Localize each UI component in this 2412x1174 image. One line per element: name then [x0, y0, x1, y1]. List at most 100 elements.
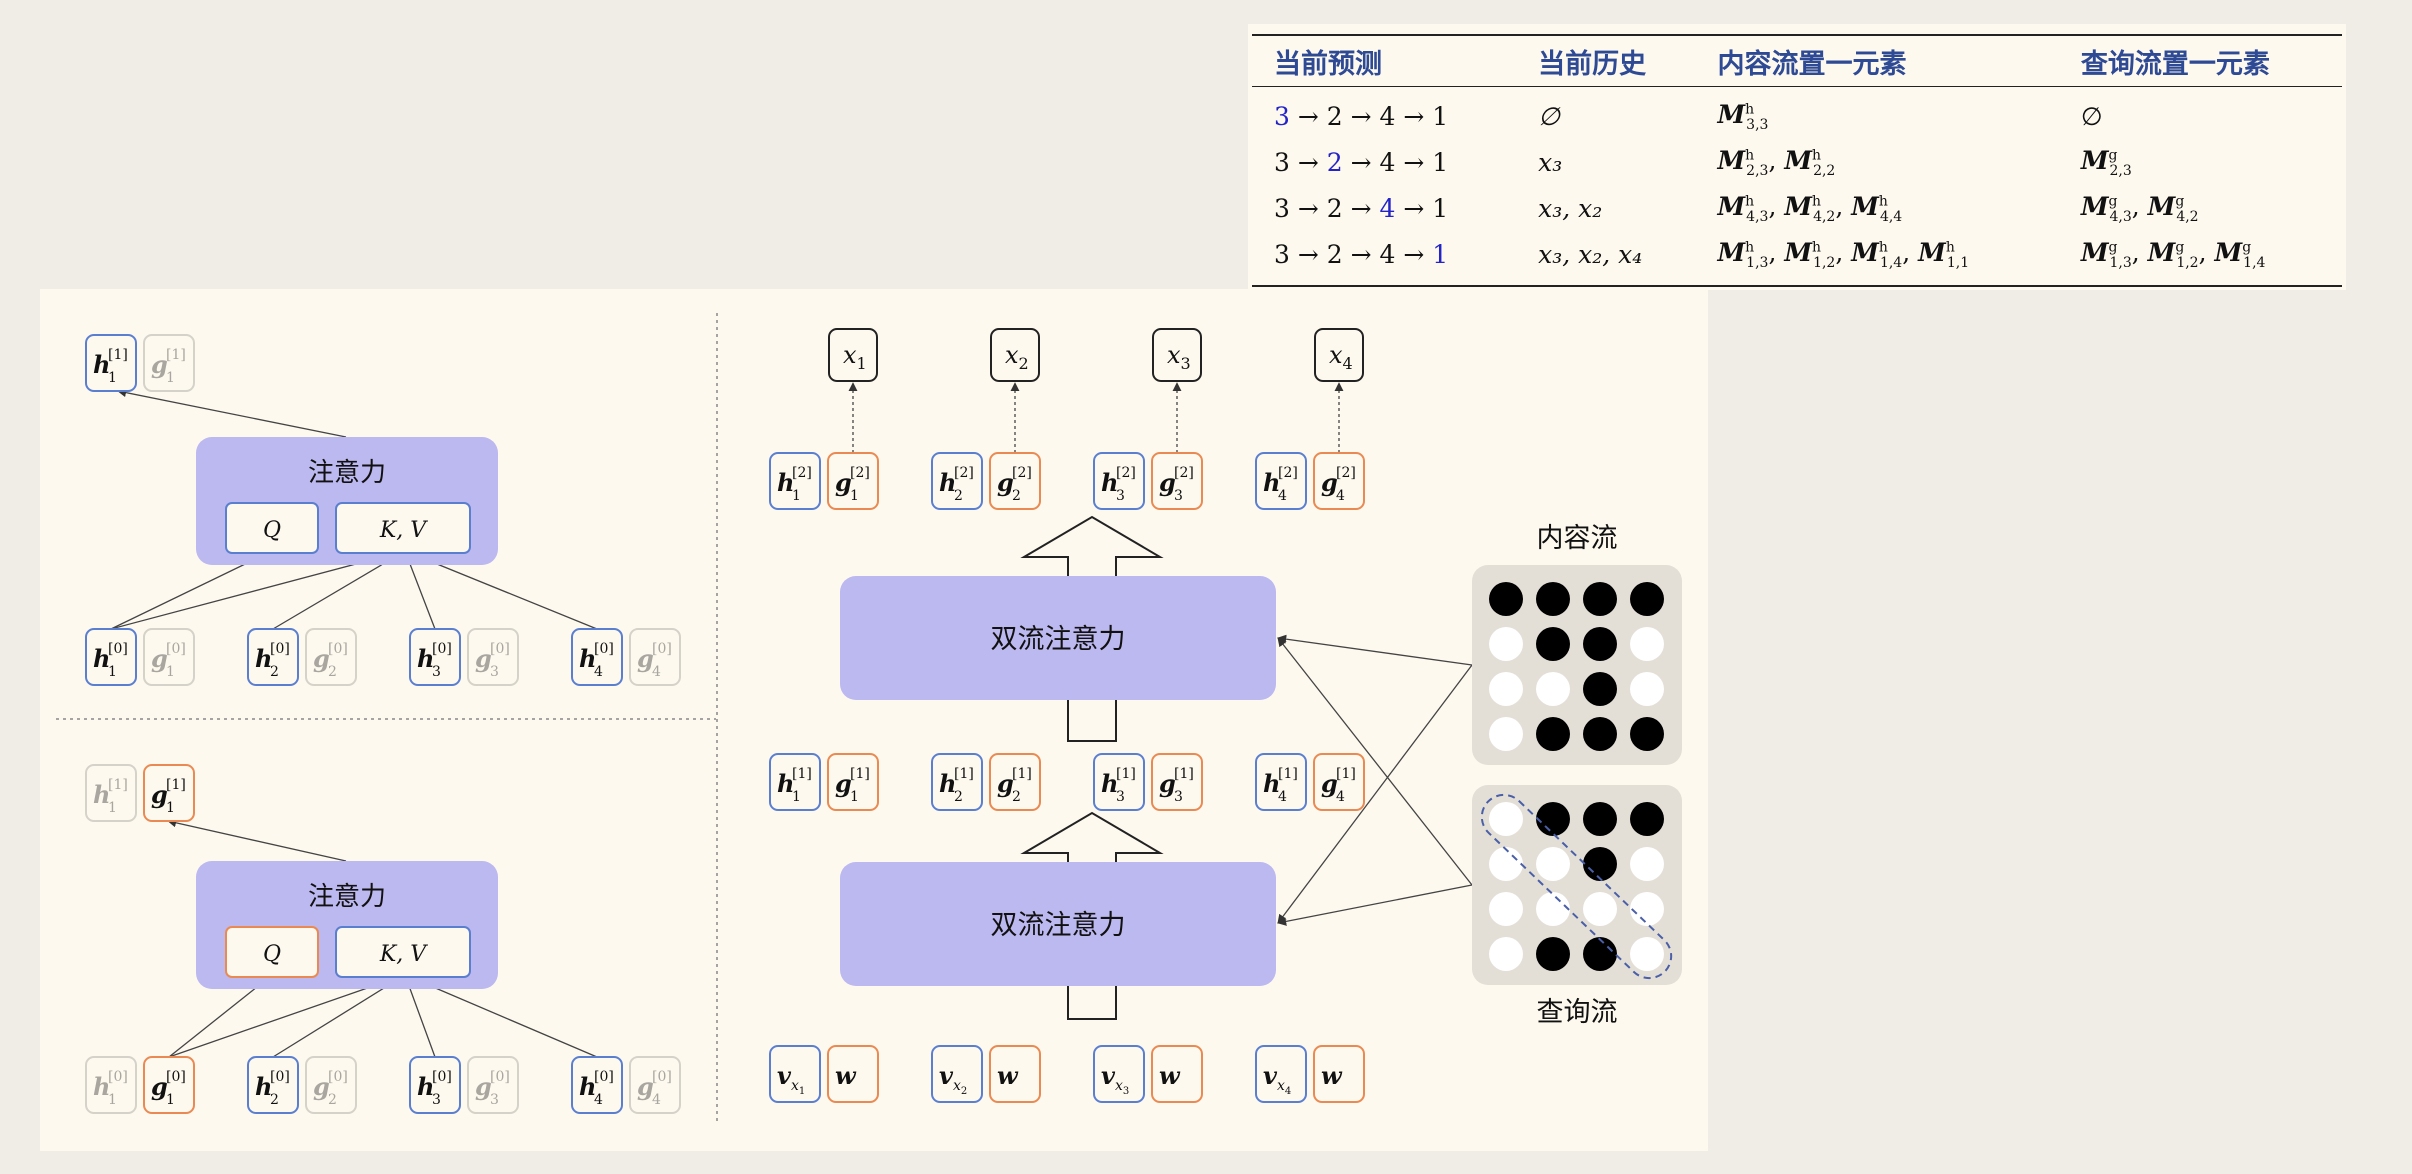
output-token-x4: x4	[1314, 328, 1364, 382]
svg-text:1: 1	[166, 664, 175, 680]
svg-text:1: 1	[166, 370, 175, 386]
svg-text:g: g	[1159, 468, 1176, 497]
content-stream-cell: Mh4,3, Mh4,2, Mh4,4	[1717, 191, 1903, 225]
column-header-current-history: 当前历史	[1538, 48, 1647, 80]
mask-cell-4-3	[1583, 937, 1617, 971]
layer2-content-h2: h2[2]	[931, 452, 983, 510]
svg-text:1: 1	[166, 800, 175, 816]
svg-text:vx3: vx3	[1101, 1061, 1129, 1097]
svg-text:[2]: [2]	[1116, 465, 1136, 481]
svg-text:g: g	[151, 780, 168, 809]
svg-text:h: h	[777, 468, 794, 497]
svg-text:g: g	[1159, 769, 1176, 798]
query-mask-to-lower-attention	[1277, 884, 1473, 926]
query-stream-cell: Mg1,3, Mg1,2, Mg1,4	[2080, 237, 2266, 271]
svg-text:[1]: [1]	[1336, 766, 1356, 782]
layer2-content-h4: h4[2]	[1255, 452, 1307, 510]
content-stream-input-g2: g2[0]	[305, 628, 357, 686]
two-stream-attention-upper: 双流注意力	[840, 576, 1276, 700]
svg-text:[1]: [1]	[1116, 766, 1136, 782]
two-stream-label: 双流注意力	[991, 910, 1126, 941]
output-token-x3: x3	[1152, 328, 1202, 382]
query-stream-cell: ∅	[2080, 101, 2103, 131]
prediction-order-cell: 3 → 2 → 4 → 1	[1274, 193, 1449, 223]
svg-text:1: 1	[108, 1092, 117, 1108]
svg-text:2: 2	[1012, 789, 1021, 805]
mask-cell-1-3	[1583, 802, 1617, 836]
attention-label: 注意力	[308, 882, 386, 912]
column-header-content-stream-elements: 内容流置一元素	[1717, 48, 1907, 80]
svg-text:[0]: [0]	[108, 641, 128, 657]
svg-text:[0]: [0]	[594, 1069, 614, 1085]
svg-text:2: 2	[270, 1092, 279, 1108]
svg-text:[1]: [1]	[1012, 766, 1032, 782]
mask-cell-3-4	[1630, 672, 1664, 706]
query-stream-output-arrow	[167, 818, 347, 862]
mask-cell-2-4	[1630, 847, 1664, 881]
svg-text:[1]: [1]	[850, 766, 870, 782]
query-stream-input-h1: h1[0]	[85, 1056, 137, 1114]
svg-text:3: 3	[1174, 789, 1183, 805]
mask-cell-1-3	[1583, 582, 1617, 616]
diagonal-excluded-highlight	[1480, 793, 1673, 980]
query-stream-input-h3: h3[0]	[409, 1056, 461, 1114]
svg-text:[0]: [0]	[652, 641, 672, 657]
svg-text:2: 2	[954, 789, 963, 805]
query-label: Q	[263, 942, 281, 967]
svg-text:x3: x3	[1167, 341, 1191, 373]
query-stream-input-g1: g1[0]	[143, 1056, 195, 1114]
mask-cell-4-2	[1536, 937, 1570, 971]
content-stream-label: 内容流	[1537, 523, 1618, 554]
prediction-order-cell: 3 → 2 → 4 → 1	[1274, 147, 1449, 177]
mask-cell-1-4	[1630, 802, 1664, 836]
key-value-input-box	[335, 502, 471, 554]
layer2-query-g3: g3[2]	[1151, 452, 1203, 510]
svg-text:vx2: vx2	[939, 1061, 967, 1097]
query-label: Q	[263, 518, 281, 543]
svg-text:1: 1	[792, 488, 801, 504]
svg-text:2: 2	[954, 488, 963, 504]
query-stream-cell: Mg2,3	[2080, 145, 2132, 179]
svg-text:4: 4	[594, 664, 603, 680]
svg-text:h: h	[939, 769, 956, 798]
svg-text:[1]: [1]	[1278, 766, 1298, 782]
svg-text:4: 4	[652, 664, 661, 680]
content-stream-input-g3: g3[0]	[467, 628, 519, 686]
mask-cell-3-3	[1583, 672, 1617, 706]
svg-text:1: 1	[108, 664, 117, 680]
key-value-label: K, V	[379, 942, 428, 967]
svg-text:2: 2	[270, 664, 279, 680]
svg-text:h: h	[255, 644, 272, 673]
svg-text:g: g	[151, 644, 168, 673]
svg-text:[1]: [1]	[954, 766, 974, 782]
svg-text:h: h	[417, 644, 434, 673]
content-stream-input-g1: g1[0]	[143, 628, 195, 686]
content-stream-output-g1: g1[1]	[143, 334, 195, 392]
svg-text:[1]: [1]	[108, 347, 128, 363]
layer2-query-g1: g1[2]	[827, 452, 879, 510]
mask-cell-4-2	[1536, 717, 1570, 751]
content-stream-input-h1: h1[0]	[85, 628, 137, 686]
prediction-table: 当前预测 当前历史 内容流置一元素 查询流置一元素 3 → 2 → 4 → 1∅…	[1252, 34, 2342, 287]
svg-text:4: 4	[1278, 789, 1287, 805]
query-stream-output-g1: g1[1]	[143, 764, 195, 822]
content-stream-input-g4: g4[0]	[629, 628, 681, 686]
svg-text:[2]: [2]	[1174, 465, 1194, 481]
layer1-content-h3: h3[1]	[1093, 753, 1145, 811]
query-stream-cell: Mg4,3, Mg4,2	[2080, 191, 2199, 225]
svg-text:g: g	[835, 468, 852, 497]
svg-text:[0]: [0]	[594, 641, 614, 657]
svg-text:h: h	[93, 350, 110, 379]
svg-text:1: 1	[850, 789, 859, 805]
svg-text:[0]: [0]	[490, 641, 510, 657]
svg-text:[2]: [2]	[1012, 465, 1032, 481]
output-token-x2: x2	[990, 328, 1040, 382]
svg-text:g: g	[1321, 769, 1338, 798]
svg-text:[0]: [0]	[432, 1069, 452, 1085]
svg-text:[0]: [0]	[432, 641, 452, 657]
